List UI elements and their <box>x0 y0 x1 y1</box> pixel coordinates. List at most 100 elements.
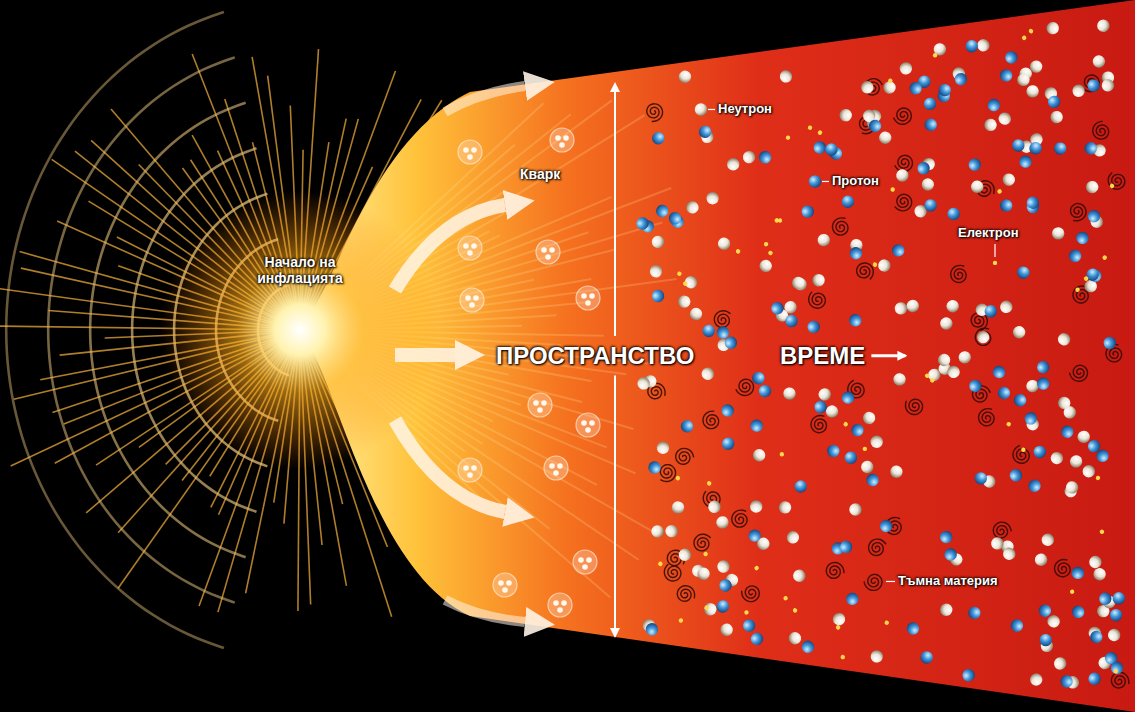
proton-sphere <box>722 437 735 450</box>
neutron-sphere <box>779 69 794 84</box>
electron <box>1099 529 1104 534</box>
proton-sphere <box>751 371 766 386</box>
proton-sphere <box>850 423 865 438</box>
neutron-sphere <box>847 501 865 519</box>
proton-sphere <box>848 245 865 262</box>
neutron-sphere <box>1095 18 1111 34</box>
dark-matter <box>675 583 698 605</box>
proton-sphere <box>1027 140 1044 157</box>
electron-dot <box>764 242 769 247</box>
proton <box>1017 153 1034 170</box>
dark-matter <box>1011 444 1030 465</box>
electron <box>704 605 710 611</box>
neutron <box>895 168 910 183</box>
quark-bubble <box>493 573 517 597</box>
proton <box>1074 229 1091 246</box>
neutron-sphere <box>1041 533 1054 546</box>
proton-sphere <box>923 97 937 111</box>
dark-matter <box>1092 120 1110 139</box>
quark-shell <box>544 456 568 480</box>
neutron <box>701 367 714 380</box>
proton <box>1047 95 1061 109</box>
neutron-sphere <box>716 559 730 573</box>
quark <box>563 135 569 141</box>
quark <box>557 463 563 469</box>
proton-sphere <box>1097 590 1114 607</box>
proton <box>634 215 652 233</box>
proton-sphere <box>1015 265 1031 281</box>
neutron <box>1034 553 1047 566</box>
proton-sphere <box>1034 358 1051 375</box>
neutron-sphere <box>717 236 732 251</box>
proton-sphere <box>996 385 1012 401</box>
proton-sphere <box>960 667 977 684</box>
proton <box>984 305 997 318</box>
electron-dot <box>779 452 784 457</box>
axis-label: ПРОСТРАНСТВО <box>496 342 694 370</box>
proton-sphere <box>785 315 798 328</box>
neutron-sphere <box>868 433 886 451</box>
proton-sphere <box>1012 392 1029 409</box>
quark <box>498 580 504 586</box>
electron-dot <box>1109 183 1115 189</box>
neutron-sphere <box>650 524 665 539</box>
proton <box>1097 590 1114 607</box>
proton-sphere <box>655 204 669 218</box>
neutron-sphere <box>1025 379 1039 393</box>
quark <box>586 557 592 563</box>
electron-dot <box>682 280 688 286</box>
neutron-sphere <box>982 116 999 133</box>
quark <box>581 420 587 426</box>
quark <box>585 300 591 306</box>
electron <box>744 610 749 615</box>
proton-sphere <box>984 305 997 318</box>
proton-sphere <box>1037 631 1054 648</box>
neutron-sphere <box>810 272 826 288</box>
dark-matter <box>864 574 882 590</box>
neutron <box>1025 379 1039 393</box>
quark <box>555 135 561 141</box>
neutron-sphere <box>895 168 910 183</box>
quark <box>541 400 547 406</box>
neutron-sphere <box>781 385 798 402</box>
quark <box>582 564 588 570</box>
proton <box>915 160 932 177</box>
proton-sphere <box>1004 50 1019 65</box>
dark-matter <box>1067 201 1089 224</box>
proton-sphere <box>908 80 924 96</box>
proton <box>1034 358 1051 375</box>
neutron-sphere <box>1091 54 1106 69</box>
proton-sphere <box>769 300 786 317</box>
neutron-sphere <box>688 306 704 322</box>
electron-dot <box>835 624 841 630</box>
proton-sphere <box>1082 140 1100 158</box>
neutron <box>831 612 846 627</box>
neutron <box>704 190 721 207</box>
neutron-sphere <box>957 350 972 365</box>
neutron <box>1082 465 1095 478</box>
neutron-sphere <box>787 630 804 647</box>
neutron <box>648 263 664 279</box>
quark <box>471 147 477 153</box>
neutron <box>1085 180 1099 194</box>
neutron <box>897 60 914 77</box>
neutron-sphere <box>1051 655 1068 672</box>
quark <box>561 600 567 606</box>
neutron-sphere <box>1089 555 1103 569</box>
neutron <box>1051 655 1068 672</box>
proton <box>1068 249 1082 263</box>
neutron <box>937 352 952 367</box>
proton <box>943 547 958 562</box>
electron <box>768 250 774 256</box>
dark-matter <box>976 405 999 428</box>
neutron-sphere <box>791 567 808 584</box>
dark-matter-spiral <box>1067 201 1089 224</box>
proton-sphere <box>1058 673 1075 690</box>
proton-sphere <box>758 151 771 164</box>
proton-sphere <box>748 417 765 434</box>
electron <box>1069 589 1075 595</box>
proton-sphere <box>1010 137 1028 155</box>
proton-sphere <box>1008 467 1025 484</box>
